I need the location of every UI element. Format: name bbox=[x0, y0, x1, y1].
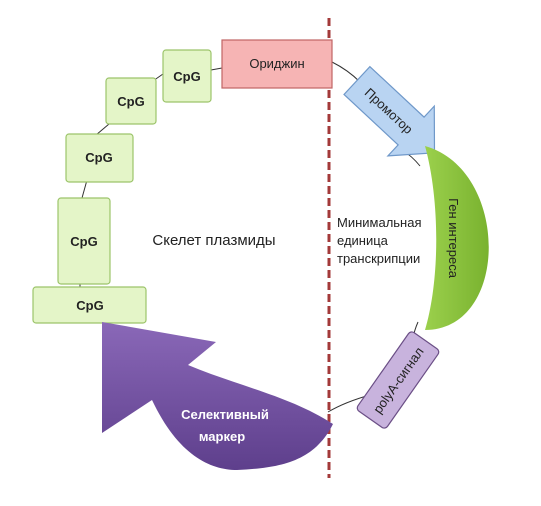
origin-label: Ориджин bbox=[249, 56, 304, 71]
gene-arc: Ген интереса bbox=[425, 146, 489, 330]
cpg-box: CpG bbox=[162, 49, 212, 103]
cpg-label: CpG bbox=[76, 298, 103, 313]
gene-label: Ген интереса bbox=[446, 198, 461, 279]
origin-box: Ориджин bbox=[221, 39, 333, 89]
selective-marker-arrow: Селективный маркер bbox=[102, 322, 333, 470]
unit-label-line1: Минимальная bbox=[337, 215, 422, 230]
marker-label-line2: маркер bbox=[199, 429, 245, 444]
cpg-label: CpG bbox=[70, 234, 97, 249]
cpg-box: CpG bbox=[32, 286, 147, 324]
cpg-box: CpG bbox=[105, 77, 157, 125]
cpg-label: CpG bbox=[117, 94, 144, 109]
cpg-box: CpG bbox=[57, 197, 111, 285]
plasmid-backbone-label: Скелет плазмиды bbox=[152, 232, 275, 249]
unit-label-line3: транскрипции bbox=[337, 251, 420, 266]
marker-label-line1: Селективный bbox=[181, 407, 269, 422]
cpg-box: CpG bbox=[65, 133, 134, 183]
polya-box: polyA-сигнал bbox=[356, 331, 440, 429]
cpg-label: CpG bbox=[173, 69, 200, 84]
cpg-label: CpG bbox=[85, 150, 112, 165]
transcription-unit-label: Минимальная единица транскрипции bbox=[337, 215, 422, 266]
unit-label-line2: единица bbox=[337, 233, 389, 248]
